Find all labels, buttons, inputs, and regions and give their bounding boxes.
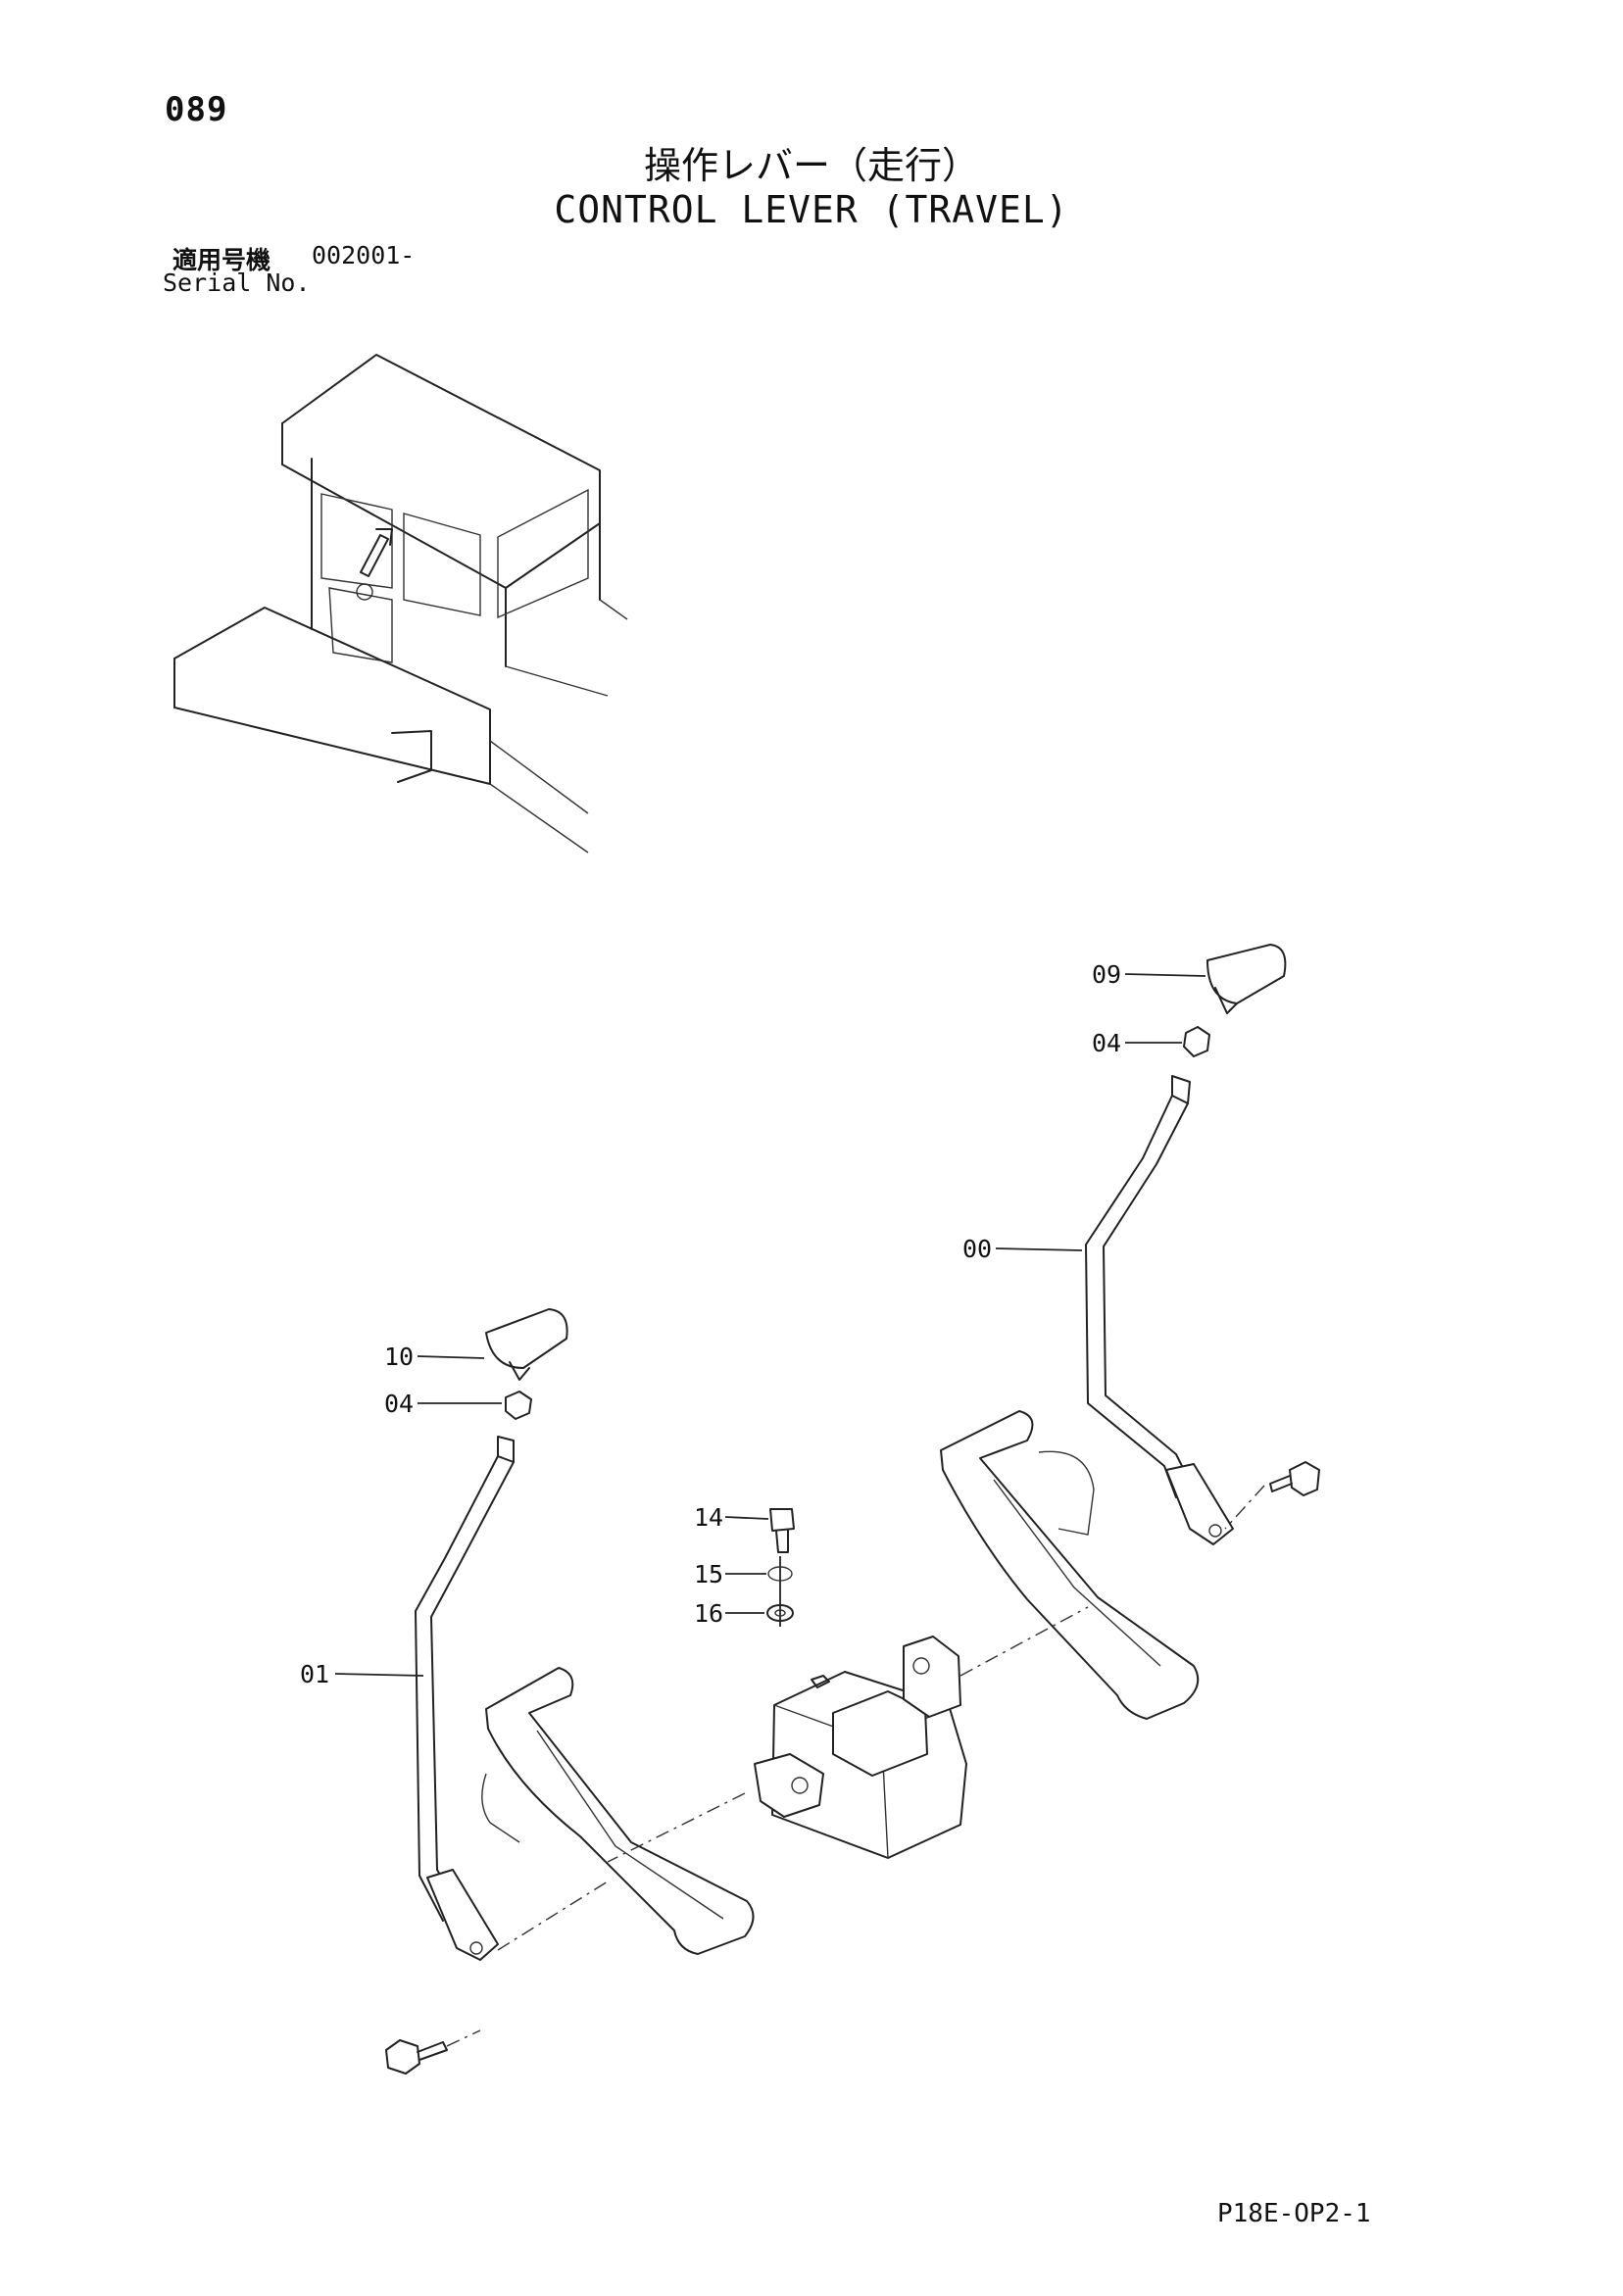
valve-block-icon — [607, 1556, 1089, 1863]
callout-label: 04 — [384, 1390, 415, 1418]
nut-icon — [505, 1391, 532, 1420]
bolt-icon — [1289, 1461, 1320, 1496]
callout-label: 04 — [1092, 1029, 1122, 1057]
serial-label-japanese: 適用号機 — [172, 246, 271, 274]
pedal-icon — [940, 1410, 1200, 1720]
callout-label: 00 — [962, 1235, 993, 1263]
bolt-icon — [769, 1508, 795, 1553]
nut-icon — [1183, 1026, 1210, 1057]
page-title-japanese: 操作レバー（走行） — [643, 144, 979, 187]
travel-lever-assembly-icon — [940, 944, 1320, 1720]
travel-lever-assembly-icon — [385, 1308, 755, 2075]
cab-location-icon — [173, 354, 628, 854]
lever-knob-icon — [1206, 944, 1287, 1004]
bolt-icon — [385, 2039, 420, 2075]
washer-icon — [766, 1604, 794, 1622]
washer-icon — [767, 1566, 793, 1582]
pedal-icon — [485, 1667, 755, 1955]
callout-label: 10 — [384, 1343, 415, 1371]
page-title-english: CONTROL LEVER (TRAVEL) — [554, 188, 1069, 231]
serial-number-value: 002001- — [312, 241, 416, 269]
callout-label: 16 — [694, 1599, 724, 1628]
callout-label: 15 — [694, 1560, 724, 1588]
callout-label: 14 — [694, 1503, 724, 1532]
page-number: 089 — [165, 90, 228, 129]
callout-label: 09 — [1092, 960, 1122, 989]
lever-knob-icon — [485, 1308, 568, 1369]
document-code: P18E-OP2-1 — [1217, 2199, 1371, 2228]
callout-label: 01 — [300, 1660, 330, 1688]
serial-label-english: Serial No. — [163, 269, 311, 297]
